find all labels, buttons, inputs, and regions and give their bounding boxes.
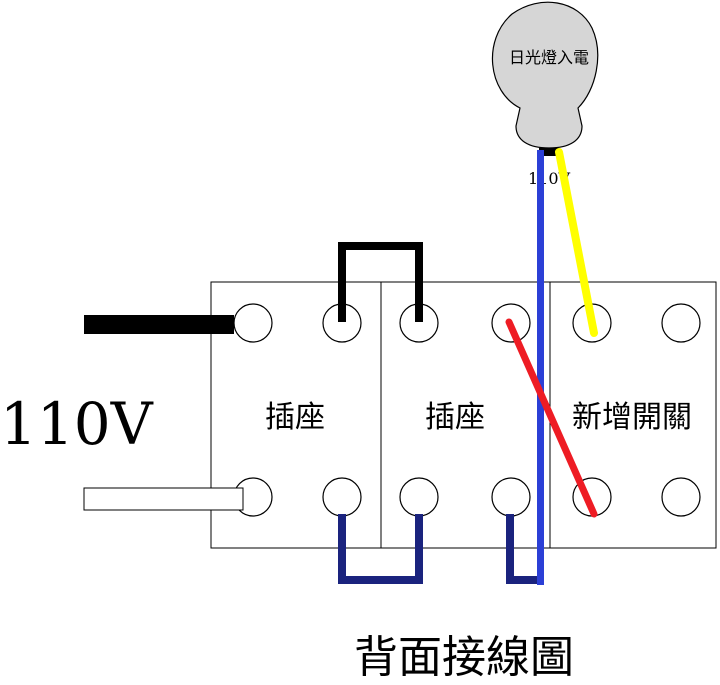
supply-white-wire bbox=[83, 487, 244, 511]
terminal-top-1 bbox=[233, 303, 273, 343]
supply-black-wire bbox=[84, 315, 234, 334]
terminal-bottom-2 bbox=[322, 477, 362, 517]
panel-label-outlet-1: 插座 bbox=[265, 400, 325, 435]
red-switch-wire bbox=[505, 318, 598, 518]
terminal-bottom-3 bbox=[399, 477, 439, 517]
supply-voltage-label: 110V bbox=[0, 390, 154, 458]
panel-frame bbox=[210, 281, 717, 549]
lamp-bulb bbox=[491, 1, 599, 149]
terminal-top-6 bbox=[661, 303, 701, 343]
yellow-lamp-wire bbox=[555, 148, 598, 337]
terminal-bottom-6 bbox=[661, 477, 701, 517]
panel-label-outlet-2: 插座 bbox=[425, 400, 485, 435]
navy-jumper-wire-1 bbox=[338, 514, 423, 584]
terminal-bottom-4 bbox=[491, 477, 531, 517]
diagram-caption: 背面接線圖 bbox=[354, 632, 574, 683]
black-jumper-wire bbox=[338, 242, 423, 322]
lamp-label: 日光燈入電 bbox=[509, 48, 589, 67]
terminals bbox=[233, 303, 701, 517]
lamp-icon bbox=[491, 1, 599, 156]
panel-label-switch: 新增開關 bbox=[572, 400, 692, 435]
device-panel bbox=[210, 281, 717, 549]
lamp-socket bbox=[539, 148, 559, 156]
navy-jumper-wire-2 bbox=[506, 514, 540, 584]
blue-lamp-wire bbox=[537, 150, 544, 585]
